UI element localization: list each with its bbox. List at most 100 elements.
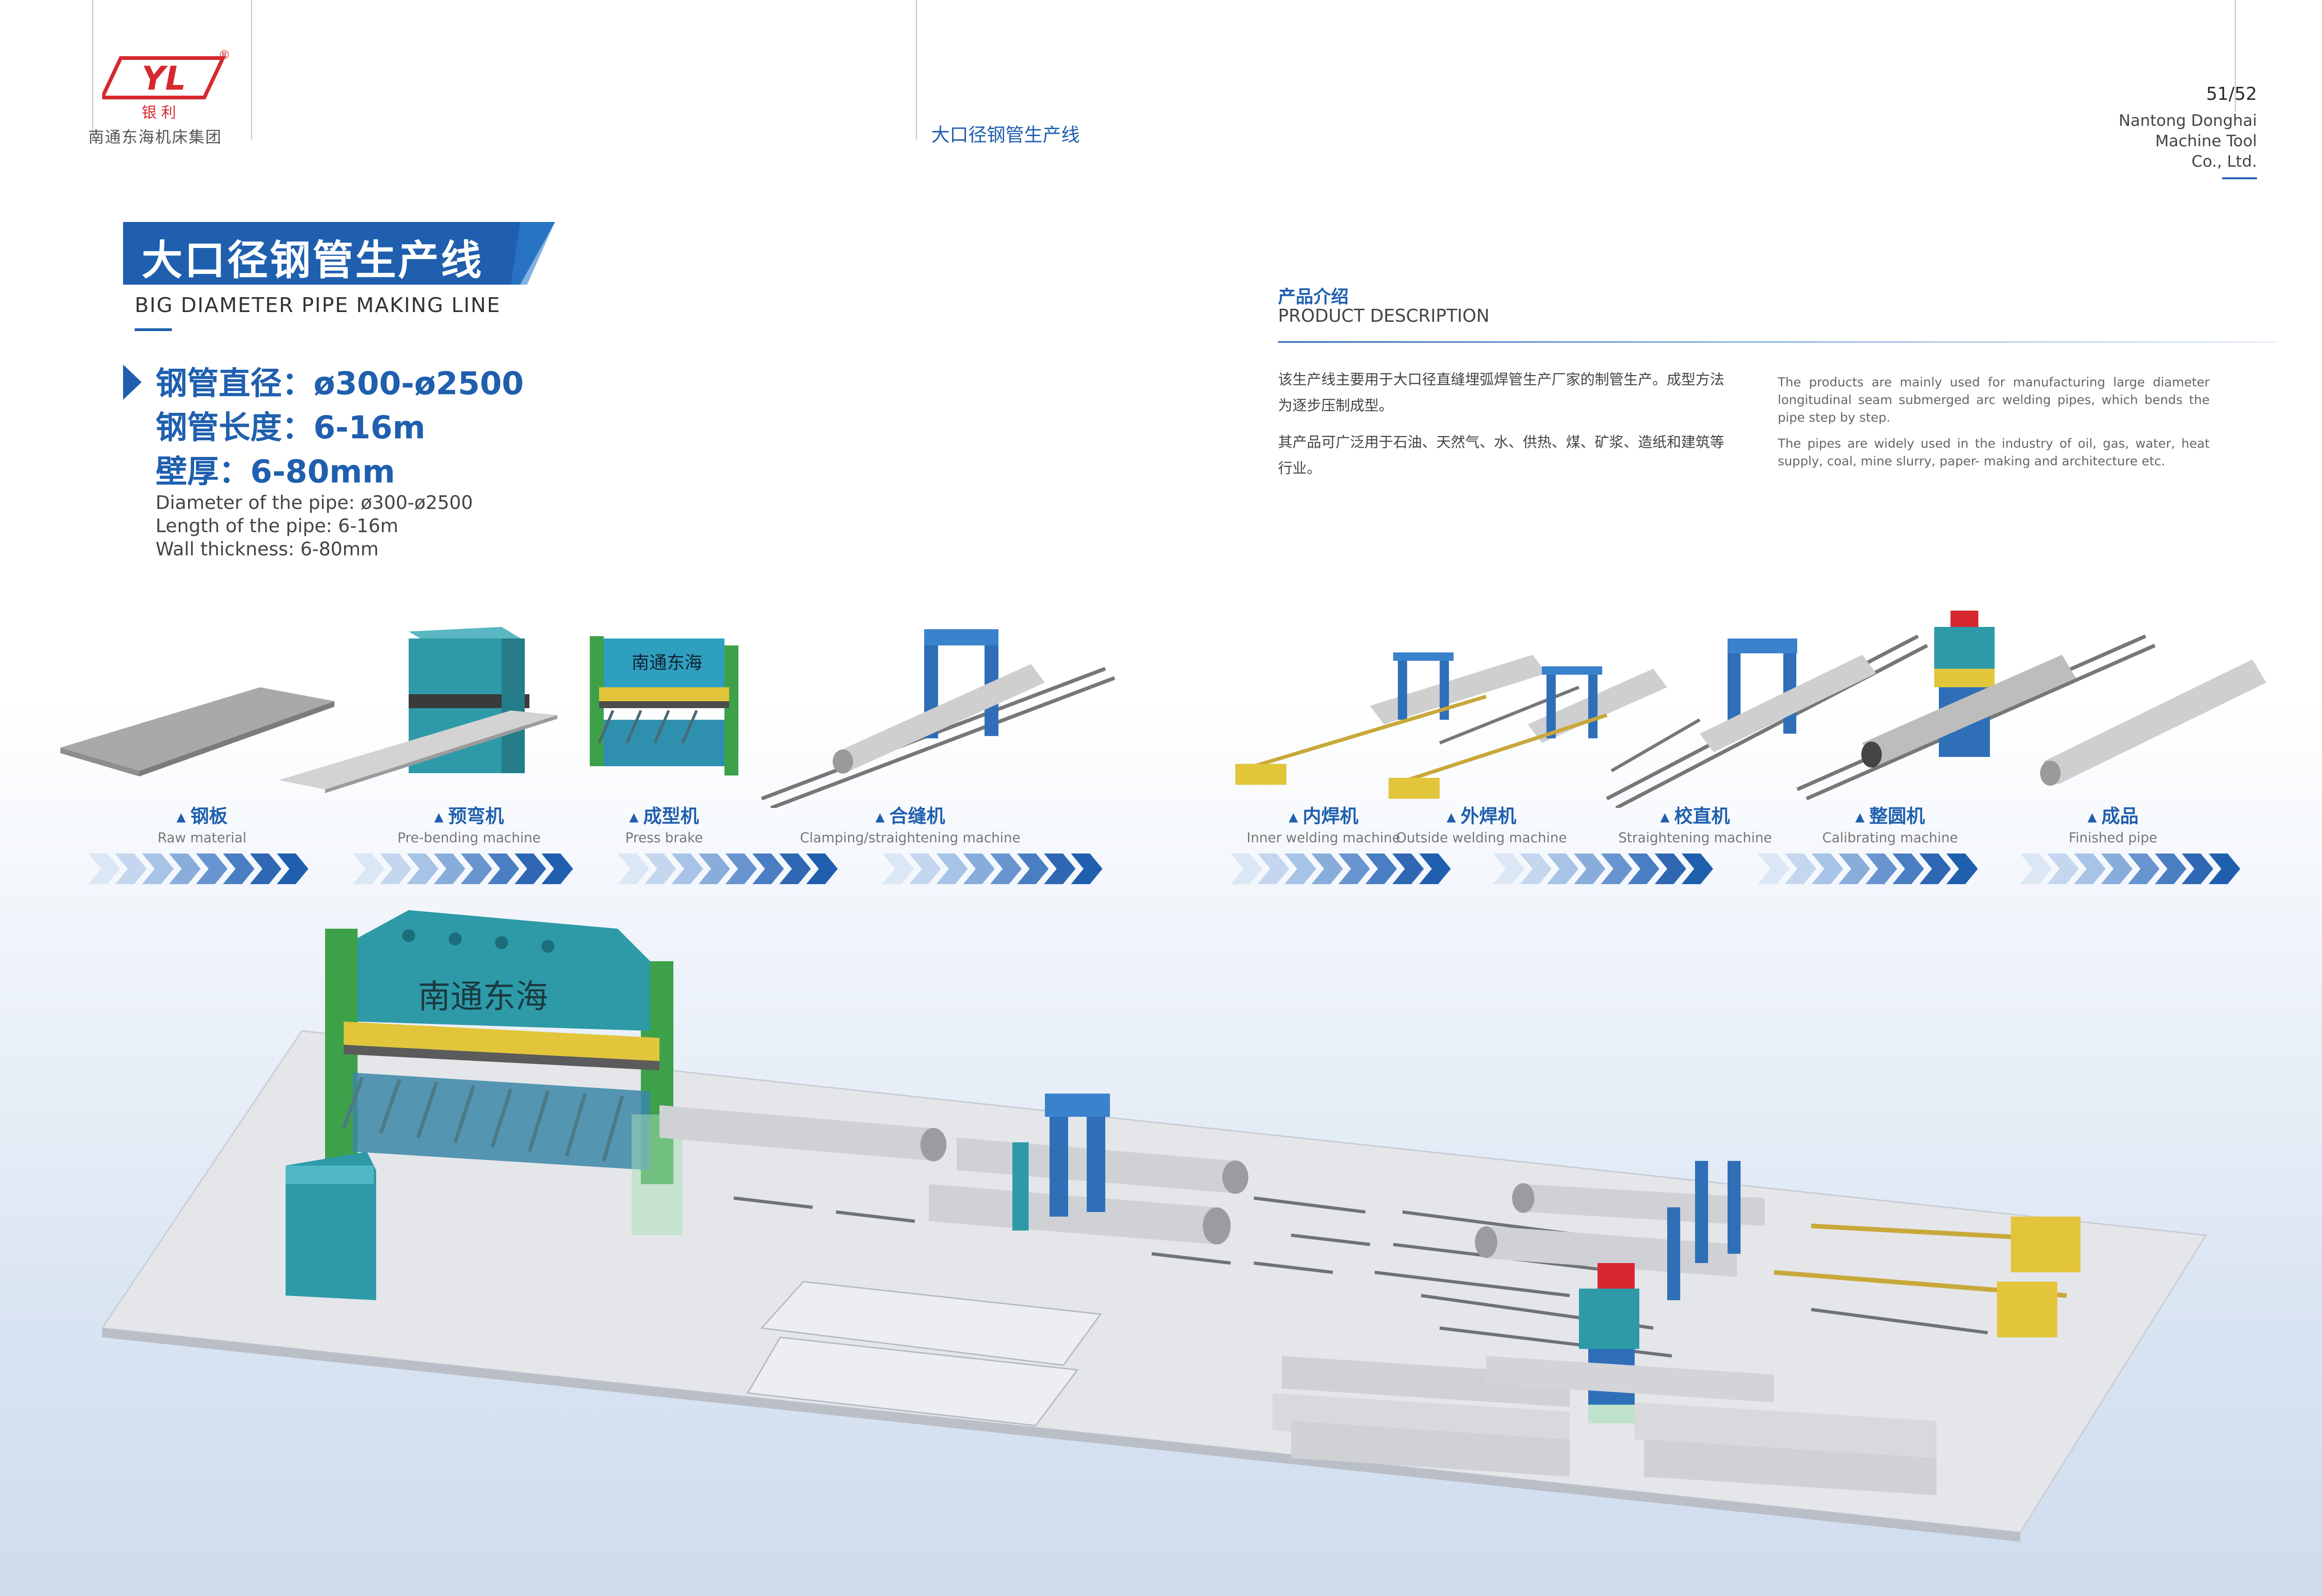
title-banner <box>123 222 555 285</box>
chevron-arrow-group <box>1231 853 1451 884</box>
chevron-arrow-icon <box>698 853 730 884</box>
chevron-arrow-icon <box>2182 853 2213 884</box>
chevron-arrow-icon <box>1628 853 1659 884</box>
chevron-arrow-group <box>88 853 308 884</box>
company-logo: YL ® 银 利 <box>99 48 241 142</box>
chevron-arrow-icon <box>1865 853 1897 884</box>
triangle-icon: ▲ <box>1289 810 1298 824</box>
chevron-arrow-icon <box>2047 853 2079 884</box>
chevron-arrow-icon <box>541 853 573 884</box>
chevron-arrow-icon <box>1892 853 1924 884</box>
chevron-arrow-group <box>2020 853 2240 884</box>
chevron-arrow-icon <box>752 853 784 884</box>
triangle-icon: ▲ <box>176 810 186 824</box>
clamping-machine <box>1012 1094 1110 1231</box>
chevron-arrow-icon <box>672 853 703 884</box>
chevron-arrow-icon <box>169 853 201 884</box>
product-description-cn-p2: 其产品可广泛用于石油、天然气、水、供热、煤、矿浆、造纸和建筑等行业。 <box>1278 434 1724 477</box>
machine-sign: 南通东海 <box>418 977 548 1016</box>
triangle-icon: ▲ <box>1855 810 1865 824</box>
spec-diameter-en: Diameter of the pipe: ø300-ø2500 <box>156 492 473 514</box>
machine-sign: 南通东海 <box>632 652 702 673</box>
step-label-cn: 成品 <box>2101 806 2139 827</box>
step-label-en: Straightening machine <box>1618 830 1772 846</box>
brand-name: 南通东海机床集团 <box>88 128 222 147</box>
product-description-en-p1: The products are mainly used for manufac… <box>1778 375 2210 425</box>
chevron-arrow-icon <box>990 853 1022 884</box>
step-label-cn: 合缝机 <box>889 806 945 827</box>
chevron-arrow-icon <box>1338 853 1370 884</box>
step-label-cn: 内焊机 <box>1303 806 1358 827</box>
chevron-arrow-icon <box>223 853 254 884</box>
chevron-arrow-icon <box>2074 853 2106 884</box>
triangle-icon: ▲ <box>875 810 885 824</box>
chevron-arrow-icon <box>1682 853 1713 884</box>
process-illustrations: 南通东海 <box>60 611 2266 808</box>
chevron-arrow-icon <box>142 853 174 884</box>
step-clamping: ▲合缝机 Clamping/straightening machine <box>789 801 1031 846</box>
spec-arrow-icon <box>123 365 142 400</box>
clamping-machine-illustration <box>761 629 1115 808</box>
chevron-arrow-group <box>618 853 838 884</box>
logo-subtext: 银 利 <box>142 104 176 121</box>
large-press-brake: 南通东海 <box>325 910 683 1235</box>
chevron-arrow-icon <box>1285 853 1316 884</box>
spec-length-en: Length of the pipe: 6-16m <box>156 515 398 537</box>
header-section-title: 大口径钢管生产线 <box>931 124 1080 146</box>
step-label-cn: 钢板 <box>190 806 228 827</box>
step-label-cn: 整圆机 <box>1869 806 1925 827</box>
step-label-en: Raw material <box>157 830 247 846</box>
chevron-arrow-icon <box>1919 853 1951 884</box>
chevron-arrow-icon <box>909 853 941 884</box>
welding-lines <box>1475 1161 2081 1337</box>
step-calibrating: ▲整圆机 Calibrating machine <box>1793 801 1988 846</box>
logo-text: YL <box>142 59 186 98</box>
chevron-arrow-icon <box>806 853 838 884</box>
subtitle-underline <box>135 328 172 331</box>
step-label-en: Inner welding machine <box>1246 830 1401 846</box>
step-inner-welding: ▲ 内焊机 Inner welding machine <box>1235 801 1412 846</box>
chevron-arrow-icon <box>2209 853 2240 884</box>
product-description-cn-p1: 该生产线主要用于大口径直缝埋弧焊管生产厂家的制管生产。成型方法为逐步压制成型。 <box>1278 371 1724 414</box>
step-label-cn: 校直机 <box>1674 806 1730 827</box>
chevron-arrow-icon <box>1785 853 1816 884</box>
step-label-en: Outside welding machine <box>1396 830 1567 846</box>
product-description-heading-cn: 产品介绍 <box>1278 287 1349 307</box>
chevron-arrow-icon <box>250 853 281 884</box>
step-press-brake: ▲成型机 Press brake <box>567 801 762 846</box>
raw-material-illustration <box>60 687 334 776</box>
page-subtitle: BIG DIAMETER PIPE MAKING LINE <box>135 293 501 317</box>
outside-welding-machine-illustration <box>1389 666 1701 799</box>
chevron-arrow-icon <box>1812 853 1843 884</box>
chevron-arrow-icon <box>515 853 546 884</box>
header-divider-2 <box>251 0 252 139</box>
step-finished-pipe: ▲ 成品 Finished pipe <box>2020 801 2206 846</box>
chevron-arrow-icon <box>779 853 811 884</box>
chevron-arrow-icon <box>645 853 676 884</box>
step-pre-bending: ▲预弯机 Pre-bending machine <box>372 801 567 846</box>
chevron-arrow-icon <box>277 853 308 884</box>
chevron-arrow-group <box>1493 853 1713 884</box>
product-description-rule <box>1278 341 2276 343</box>
company-line: Machine Tool <box>2155 132 2257 150</box>
chevron-arrow-icon <box>1365 853 1397 884</box>
production-line-overview: 南通东海 <box>101 910 2207 1542</box>
chevron-arrow-icon <box>353 853 385 884</box>
chevron-arrow-icon <box>1655 853 1686 884</box>
product-description-en-p2: The pipes are widely used in the industr… <box>1778 436 2210 469</box>
triangle-icon: ▲ <box>2087 810 2097 824</box>
step-label-en: Finished pipe <box>2068 830 2158 846</box>
company-underline <box>2222 177 2257 179</box>
chevron-arrow-icon <box>1601 853 1632 884</box>
chevron-arrow-icon <box>196 853 228 884</box>
calibrating-machine-illustration <box>1796 611 2156 801</box>
straightening-machine-illustration <box>1606 634 1928 808</box>
spec-diameter-cn: 钢管直径：ø300-ø2500 <box>156 365 524 402</box>
company-line: Nantong Donghai <box>2119 111 2257 130</box>
chevron-arrow-icon <box>1839 853 1870 884</box>
finished-pipe-stacks <box>1272 1356 1937 1495</box>
chevron-arrow-icon <box>380 853 411 884</box>
chevron-arrow-icon <box>488 853 519 884</box>
chevron-arrow-group <box>882 853 1102 884</box>
finished-pipe-illustration <box>2040 659 2266 786</box>
